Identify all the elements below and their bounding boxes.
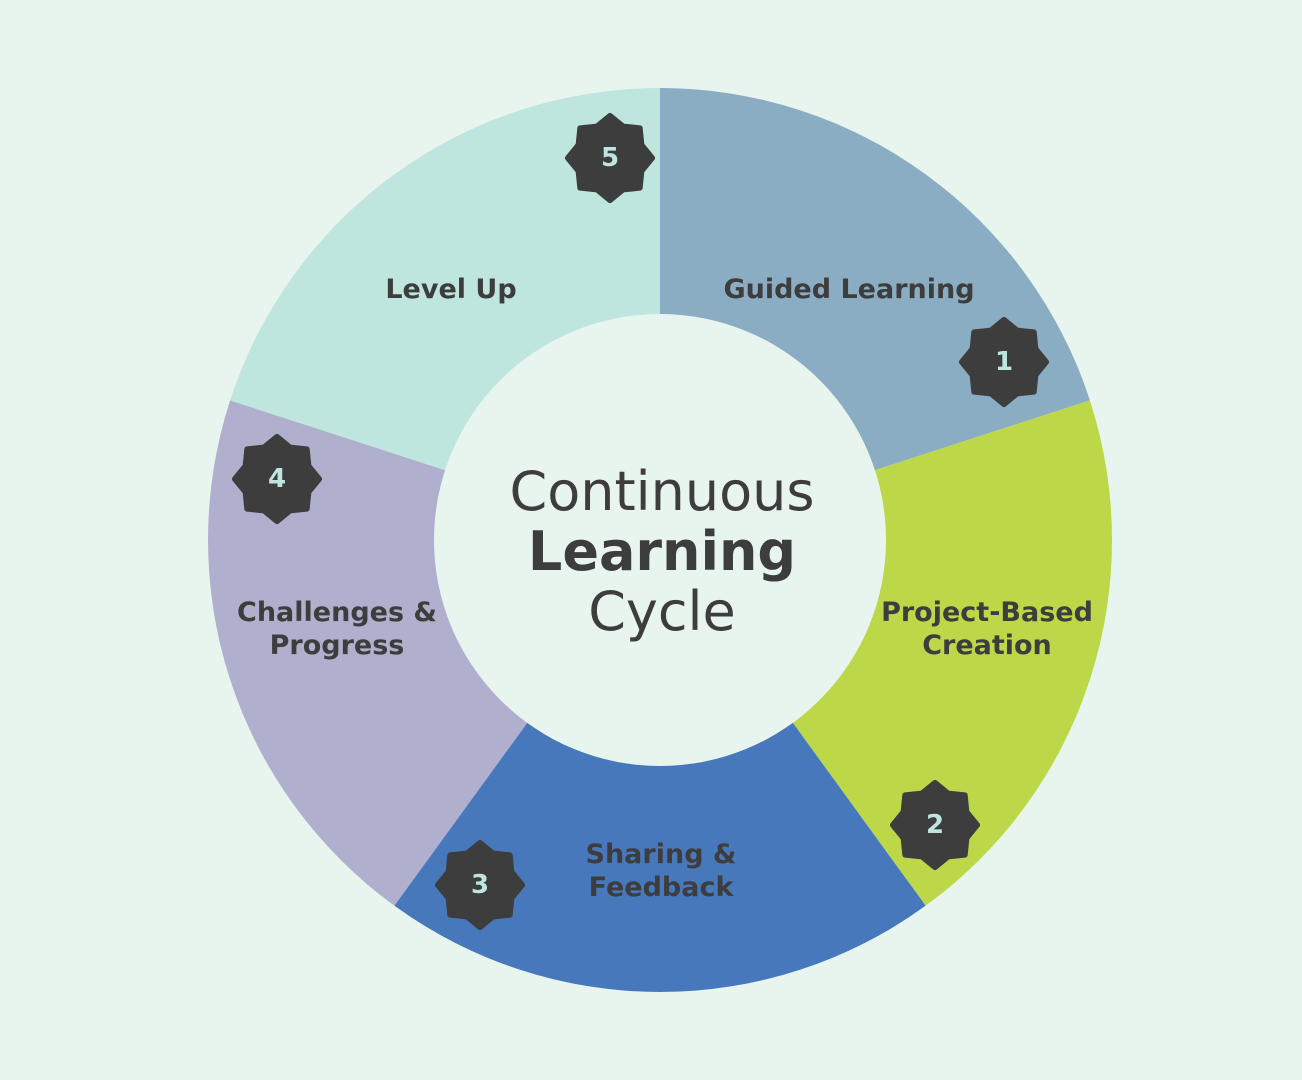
badge-number-3: 3	[471, 870, 489, 900]
segment-label-2: Project-Based	[881, 597, 1093, 628]
title-line-3: Cycle	[588, 580, 736, 643]
segment-label-5: Level Up	[385, 274, 516, 305]
badge-number-1: 1	[995, 347, 1013, 377]
badge-number-5: 5	[601, 143, 619, 173]
badge-number-2: 2	[926, 810, 944, 840]
segment-label-1: Guided Learning	[723, 274, 974, 305]
segment-label-2: Creation	[922, 630, 1052, 661]
star-badge-icon	[435, 840, 525, 930]
center-circle	[434, 314, 886, 766]
segment-label-3: Feedback	[589, 872, 735, 903]
badge-number-4: 4	[268, 464, 286, 494]
star-badge-icon	[890, 780, 980, 870]
star-badge-icon	[565, 113, 655, 203]
segment-label-4: Challenges &	[237, 597, 437, 628]
segment-label-3: Sharing &	[586, 839, 737, 870]
segment-label-4: Progress	[270, 630, 405, 661]
star-badge-icon	[959, 317, 1049, 407]
title-line-1: Continuous	[510, 460, 815, 523]
star-badge-icon	[232, 434, 322, 524]
title-line-2: Learning	[528, 520, 796, 583]
